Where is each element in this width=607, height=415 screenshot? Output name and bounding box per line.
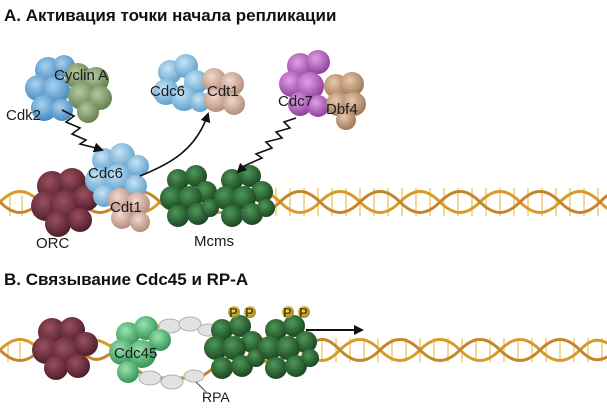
orc-complex-b bbox=[32, 317, 98, 380]
label-cdc45: Cdc45 bbox=[114, 345, 157, 362]
panel-a-title: A. Активация точки начала репликации bbox=[4, 6, 337, 25]
phosphorylation-arrow-cdc7 bbox=[236, 117, 297, 174]
phosphate-3: P bbox=[282, 305, 294, 320]
phosphorylation-arrow-cdk2 bbox=[61, 109, 104, 153]
mcm-complex-b1 bbox=[204, 315, 265, 379]
label-dbf4: Dbf4 bbox=[326, 101, 358, 118]
mcm-complex-b2 bbox=[258, 315, 319, 379]
label-cdt1-free: Cdt1 bbox=[207, 83, 239, 100]
svg-text:P: P bbox=[283, 305, 292, 320]
label-mcms: Mcms bbox=[194, 233, 234, 250]
cdt1-free-protein bbox=[202, 68, 245, 115]
dna-strand-a2 bbox=[0, 190, 607, 214]
label-cdt1-dna: Cdt1 bbox=[110, 199, 142, 216]
mcm-complex-2 bbox=[214, 165, 275, 227]
cdt1-dna-complex bbox=[108, 188, 150, 232]
rpa-pointer-line bbox=[195, 381, 207, 393]
phosphate-2: P bbox=[244, 305, 256, 320]
svg-text:P: P bbox=[229, 305, 238, 320]
cdc6-dna-complex bbox=[85, 143, 149, 207]
mcm-complex-1 bbox=[160, 165, 219, 227]
dbf4-protein bbox=[324, 72, 366, 130]
cdc45-protein bbox=[109, 316, 171, 383]
label-cdc7: Cdc7 bbox=[278, 93, 313, 110]
phosphate-4: P bbox=[298, 305, 310, 320]
phosphate-1: P bbox=[228, 305, 240, 320]
label-cdc6-dna: Cdc6 bbox=[88, 165, 123, 182]
cdc6-free-protein bbox=[153, 54, 210, 112]
label-orc: ORC bbox=[36, 235, 70, 252]
rpa-top bbox=[158, 316, 219, 337]
panel-b-title: B. Связывание Cdc45 и RP-A bbox=[4, 270, 249, 289]
release-arrow-cdc6 bbox=[139, 112, 211, 177]
cyclin-a-protein bbox=[65, 63, 112, 123]
label-rpa: RPA bbox=[202, 389, 230, 405]
label-cdk2: Cdk2 bbox=[6, 107, 41, 124]
svg-text:P: P bbox=[245, 305, 254, 320]
svg-text:P: P bbox=[299, 305, 308, 320]
cdc7-protein bbox=[279, 50, 330, 117]
rpa-bottom bbox=[138, 369, 205, 390]
label-cdc6-free: Cdc6 bbox=[150, 83, 185, 100]
label-cyclin-a: Cyclin A bbox=[54, 67, 108, 84]
